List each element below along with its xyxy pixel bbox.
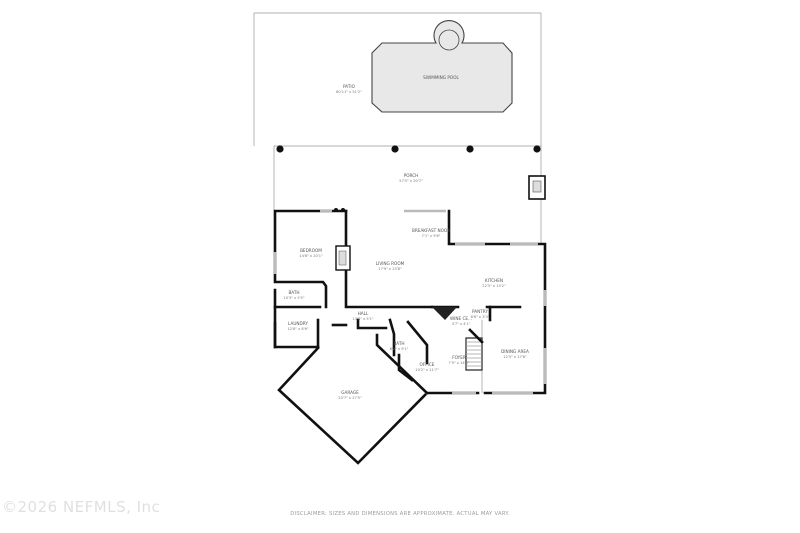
room-label-dining-area: DINING AREA 12'5" x 17'6"	[501, 349, 529, 359]
svg-text:GARAGE: GARAGE	[341, 390, 359, 395]
room-label-breakfast-nook: BREAKFAST NOOK 7'1" x 9'6"	[412, 228, 450, 238]
interior-walls	[273, 209, 522, 393]
outdoor-fireplace	[528, 175, 546, 200]
swimming-pool-shape	[371, 19, 513, 113]
patio-outline	[253, 12, 542, 146]
post-marker	[341, 208, 345, 212]
room-label-bath-2: BATH 8'2" x 9'1"	[390, 341, 409, 351]
room-label-office: OFFICE 10'2" x 11'7"	[415, 362, 439, 372]
svg-text:BREAKFAST NOOK: BREAKFAST NOOK	[412, 228, 450, 233]
svg-text:10'3" x 5'5": 10'3" x 5'5"	[283, 296, 304, 300]
porch-column	[533, 145, 541, 153]
kitchen-counter	[432, 307, 457, 320]
svg-text:10'2" x 11'7": 10'2" x 11'7"	[415, 368, 439, 372]
svg-text:80'11" x 51'2": 80'11" x 51'2"	[336, 90, 362, 94]
svg-text:PATIO: PATIO	[343, 84, 356, 89]
svg-text:HALL: HALL	[358, 311, 369, 316]
svg-text:20'7" x 27'5": 20'7" x 27'5"	[338, 396, 362, 400]
svg-text:12'5" x 17'6": 12'5" x 17'6"	[503, 355, 527, 359]
svg-text:6'6" x 3'3": 6'6" x 3'3"	[471, 315, 490, 319]
svg-text:8'2" x 9'1": 8'2" x 9'1"	[390, 347, 409, 351]
svg-text:BATH: BATH	[288, 290, 299, 295]
svg-text:DINING AREA: DINING AREA	[501, 349, 529, 354]
room-label-porch: PORCH 57'5" x 20'7"	[399, 173, 423, 183]
porch-column	[466, 145, 474, 153]
room-label-garage: GARAGE 20'7" x 27'5"	[338, 390, 362, 400]
svg-text:BATH: BATH	[393, 341, 404, 346]
svg-text:12'8" x 8'6": 12'8" x 8'6"	[287, 327, 308, 331]
porch-columns	[276, 145, 541, 153]
mls-watermark: ©2026 NEFMLS, Inc	[2, 498, 161, 516]
porch-outline	[273, 145, 542, 243]
room-label-bedroom: BEDROOM 14'8" x 20'1"	[299, 248, 323, 258]
svg-text:LIVING ROOM: LIVING ROOM	[376, 261, 405, 266]
room-label-pool: SWIMMING POOL	[423, 75, 459, 80]
svg-text:17'9" x 23'8": 17'9" x 23'8"	[378, 267, 402, 271]
svg-text:WINE CE...: WINE CE...	[450, 316, 472, 321]
svg-text:7'5" x 14'8": 7'5" x 14'8"	[448, 361, 469, 365]
porch-column	[391, 145, 399, 153]
room-label-living-room: LIVING ROOM 17'9" x 23'8"	[376, 261, 405, 271]
room-label-bath: BATH 10'3" x 5'5"	[283, 290, 304, 300]
svg-text:7'1" x 9'6": 7'1" x 9'6"	[422, 234, 441, 238]
svg-text:3'7" x 4'1": 3'7" x 4'1"	[452, 322, 471, 326]
room-label-wine-cellar: WINE CE... 3'7" x 4'1"	[450, 316, 472, 326]
room-label-laundry: LAUNDRY 12'8" x 8'6"	[287, 321, 308, 331]
room-label-hall: HALL 13'8" x 5'1"	[352, 311, 373, 321]
disclaimer-text: DISCLAIMER: SIZES AND DIMENSIONS ARE APP…	[290, 511, 510, 517]
room-label-foyer: FOYER 7'5" x 14'8"	[448, 355, 469, 365]
svg-text:FOYER: FOYER	[452, 355, 466, 360]
svg-text:LAUNDRY: LAUNDRY	[288, 321, 308, 326]
svg-text:SWIMMING POOL: SWIMMING POOL	[423, 75, 459, 80]
porch-column	[276, 145, 284, 153]
room-label-patio: PATIO 80'11" x 51'2"	[336, 84, 362, 94]
room-label-pantry: PANTRY 6'6" x 3'3"	[471, 309, 490, 319]
svg-text:PORCH: PORCH	[404, 173, 419, 178]
staircase	[465, 328, 484, 371]
room-label-kitchen: KITCHEN 22'5" x 13'2"	[482, 278, 506, 288]
post-marker	[334, 208, 338, 212]
svg-text:OFFICE: OFFICE	[420, 362, 435, 367]
svg-text:BEDROOM: BEDROOM	[300, 248, 322, 253]
svg-text:22'5" x 13'2": 22'5" x 13'2"	[482, 284, 506, 288]
svg-text:14'8" x 20'1": 14'8" x 20'1"	[299, 254, 323, 258]
hearth	[335, 245, 351, 271]
svg-text:KITCHEN: KITCHEN	[485, 278, 503, 283]
svg-text:13'8" x 5'1": 13'8" x 5'1"	[352, 317, 373, 321]
windows	[273, 209, 547, 395]
svg-text:57'5" x 20'7": 57'5" x 20'7"	[399, 179, 423, 183]
svg-text:PANTRY: PANTRY	[472, 309, 488, 314]
